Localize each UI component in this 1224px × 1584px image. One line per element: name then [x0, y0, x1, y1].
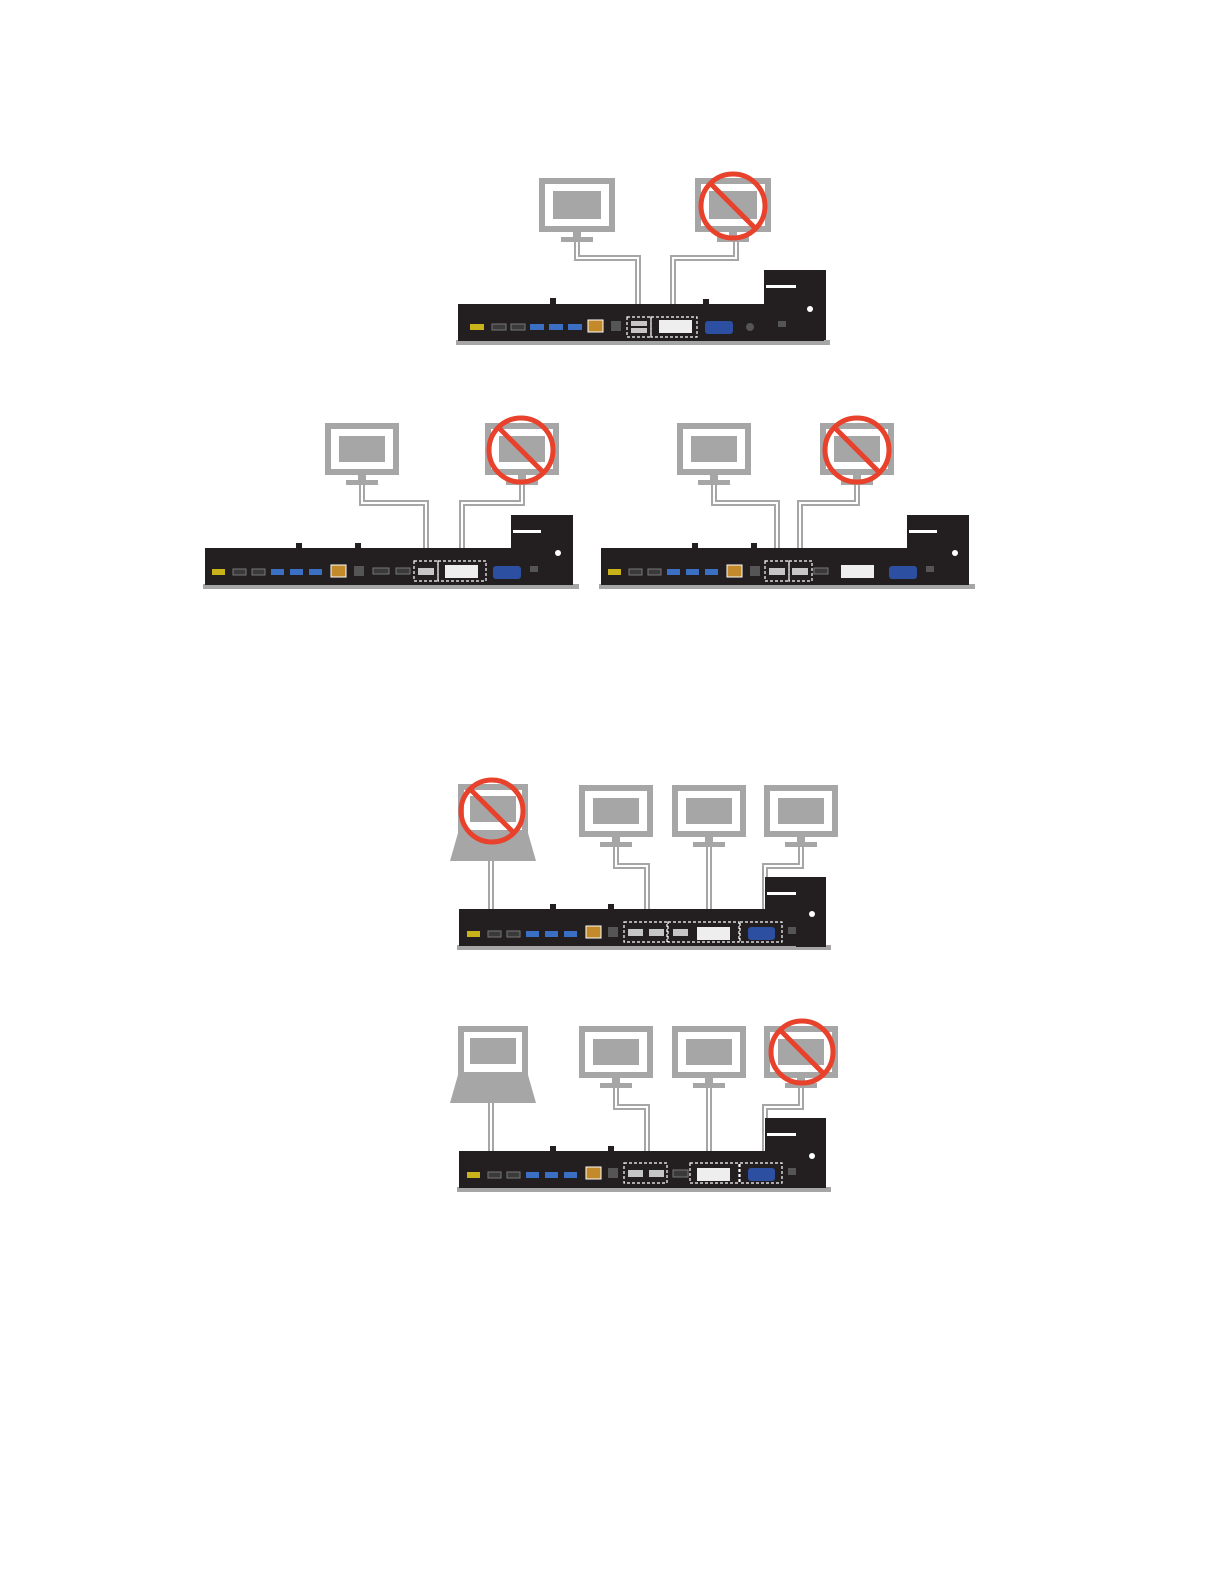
monitor-icon: [675, 788, 743, 847]
diagram-dock-ultra-laptop-plus-two-monitors: [450, 1021, 835, 1192]
dock-icon: [456, 270, 830, 345]
monitor-icon: [582, 788, 650, 847]
monitor-icon: [542, 181, 612, 242]
monitor-icon: [698, 181, 768, 242]
monitor-icon: [488, 426, 556, 485]
dock-icon: [599, 515, 975, 589]
diagram-dock-basic-two-monitors: [456, 174, 830, 345]
diagram-dock-ultra-three-monitors-laptop-off: [450, 780, 835, 950]
diagram-dock-pro-two-monitors-dp-dvi: [203, 418, 579, 589]
monitor-icon: [823, 426, 891, 485]
diagram-dock-pro-two-monitors-dp-dp: [599, 418, 975, 589]
monitor-icon: [680, 426, 748, 485]
dock-icon: [203, 515, 579, 589]
monitor-icon: [582, 1029, 650, 1088]
laptop-icon: [450, 1029, 536, 1103]
monitor-icon: [767, 788, 835, 847]
monitor-icon: [675, 1029, 743, 1088]
monitor-icon: [328, 426, 396, 485]
